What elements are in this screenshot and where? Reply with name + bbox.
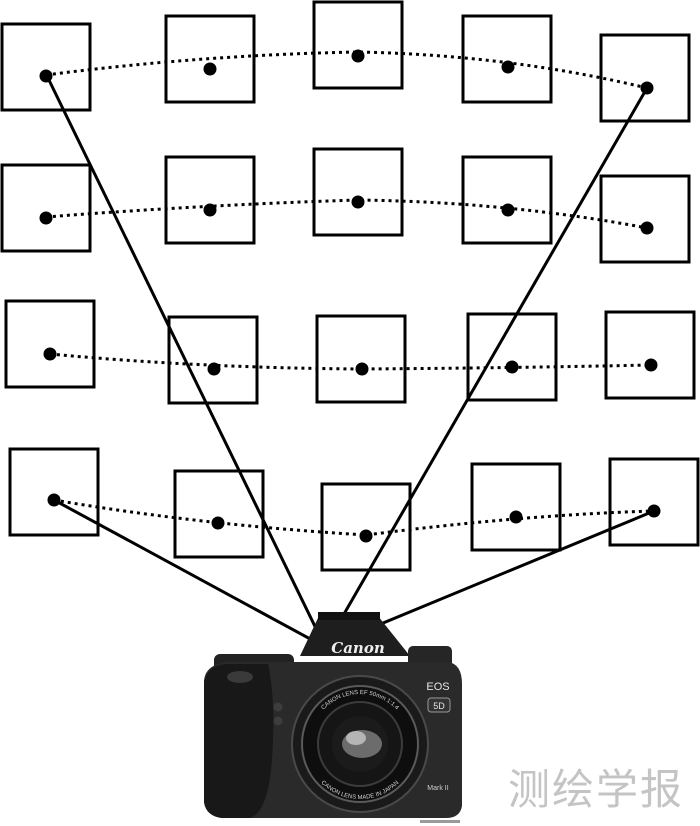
center-dot [39,211,53,225]
center-dot [640,221,654,235]
camera-ray [53,498,326,649]
target-square [320,482,412,572]
center-dot [505,360,519,374]
center-dot [501,203,515,217]
target-square [312,0,404,90]
camera-model-number: 5D [433,701,445,711]
target-square [0,163,92,253]
center-dot [351,195,365,209]
center-dot [39,69,53,83]
center-dot [43,347,57,361]
camera-ray [323,87,649,648]
dotted-row-curve [45,50,648,90]
camera-model-badge: EOS [426,681,449,693]
dotted-row-curve [53,498,655,537]
camera-mark: Mark II [427,785,448,792]
target-square [312,147,404,237]
target-square [0,22,92,112]
dotted-row-curve [49,352,652,371]
target-square [4,299,96,389]
center-dot [359,529,373,543]
center-dot [647,504,661,518]
target-square [461,14,553,104]
target-square [470,462,562,552]
camera-illustration: Canon EOS 5D Mark II CANON LENS EF 50mm … [204,612,462,823]
center-dot [644,358,658,372]
watermark-text: 测绘学报 [508,765,685,814]
target-square [173,469,265,559]
target-square [461,155,553,245]
target-square [466,312,558,402]
target-square [8,447,100,537]
center-dot [509,510,523,524]
center-dot [211,516,225,530]
center-dot [351,49,365,63]
camera-brand: Canon [331,639,384,657]
target-square [164,155,256,245]
camera-ray [45,75,327,648]
center-dot [501,60,515,74]
target-square [164,14,256,104]
center-dot [203,203,217,217]
center-dot [355,362,369,376]
center-dot [207,362,221,376]
target-square [608,457,700,547]
target-square [599,33,691,123]
target-square [599,174,691,264]
dotted-row-curve [45,198,648,230]
target-square [315,314,407,404]
center-dot [640,81,654,95]
target-square [167,315,259,405]
center-dot [203,62,217,76]
target-square [604,310,696,400]
center-dot [47,493,61,507]
